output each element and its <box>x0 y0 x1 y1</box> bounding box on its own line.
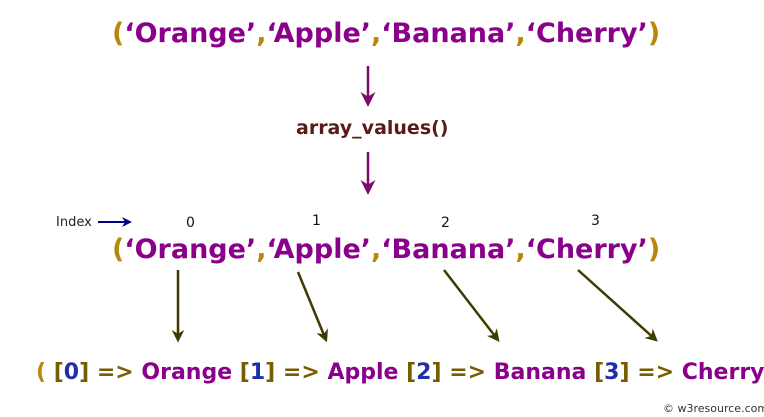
array-item: ‘Cherry’ <box>525 234 648 265</box>
result-arrow: => <box>96 360 134 385</box>
result-index: 1 <box>249 360 266 385</box>
input-array-indexed: (‘Orange’,‘Apple’,‘Banana’,‘Cherry’) <box>112 234 660 266</box>
bracket-close: ] <box>79 360 90 385</box>
index-number-0: 0 <box>186 215 195 231</box>
result-value: Banana <box>493 360 587 385</box>
result-array: ( [0] => Orange [1] => Apple [2] => Bana… <box>36 359 764 387</box>
map-arrow-icon <box>577 269 658 342</box>
array-item: ‘Apple’ <box>266 18 372 49</box>
index-number-3: 3 <box>591 213 600 229</box>
separator: , <box>371 234 382 265</box>
index-number-2: 2 <box>441 215 450 231</box>
index-label: Index <box>56 215 92 230</box>
result-arrow: => <box>282 360 320 385</box>
separator: , <box>371 18 382 49</box>
close-paren: ) <box>647 234 661 265</box>
separator: , <box>256 234 267 265</box>
array-item: ‘Orange’ <box>124 234 257 265</box>
input-array-top: (‘Orange’,‘Apple’,‘Banana’,‘Cherry’) <box>112 18 660 50</box>
close-paren: ) <box>647 18 661 49</box>
function-label: array_values() <box>296 117 449 139</box>
open-paren: ( <box>112 234 125 265</box>
result-arrow: => <box>449 360 487 385</box>
result-open-paren: ( <box>36 360 47 385</box>
separator: , <box>515 234 526 265</box>
map-arrow-icon <box>443 269 500 342</box>
separator: , <box>515 18 526 49</box>
array-item: ‘Cherry’ <box>525 18 648 49</box>
footer-credit: © w3resource.com <box>663 402 764 415</box>
bracket-open: [ <box>406 360 417 385</box>
index-number-1: 1 <box>312 213 321 229</box>
open-paren: ( <box>112 18 125 49</box>
bracket-close: ] <box>619 360 630 385</box>
result-value: Cherry <box>681 360 764 385</box>
array-item: ‘Banana’ <box>381 234 516 265</box>
result-value: Orange <box>141 360 233 385</box>
result-index: 3 <box>604 360 620 385</box>
bracket-open: [ <box>594 360 605 385</box>
bracket-open: [ <box>53 360 64 385</box>
separator: , <box>256 18 267 49</box>
bracket-close: ] <box>265 360 276 385</box>
result-value: Apple <box>327 360 399 385</box>
array-item: ‘Banana’ <box>381 18 516 49</box>
result-index: 2 <box>416 360 432 385</box>
result-arrow: => <box>637 360 675 385</box>
array-item: ‘Orange’ <box>124 18 257 49</box>
bracket-close: ] <box>431 360 442 385</box>
map-arrow-icon <box>296 271 328 343</box>
bracket-open: [ <box>239 360 250 385</box>
array-item: ‘Apple’ <box>266 234 372 265</box>
result-index: 0 <box>63 360 80 385</box>
